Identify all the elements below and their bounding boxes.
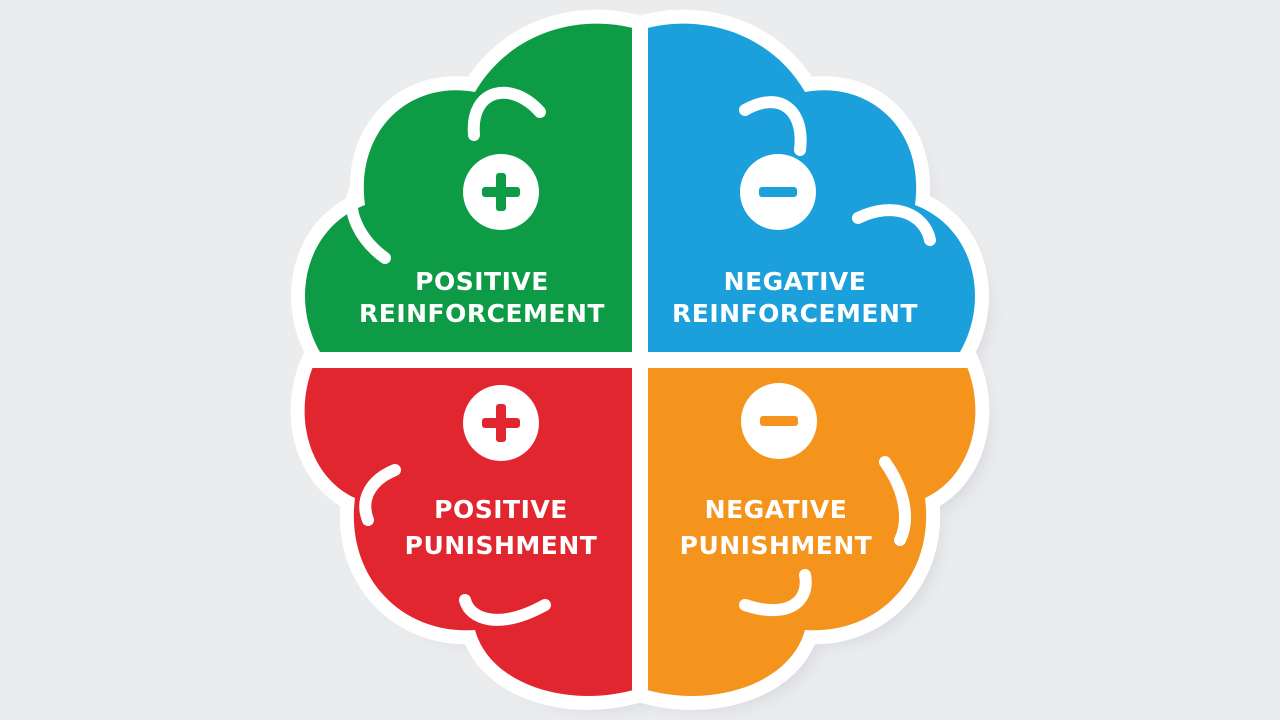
quadrant-title-line1: POSITIVE (434, 495, 568, 524)
quadrant-title-line1: NEGATIVE (705, 495, 848, 524)
plus-icon (482, 173, 520, 211)
quadrant-title-line2: PUNISHMENT (405, 531, 598, 560)
quadrant-title-line2: REINFORCEMENT (359, 299, 605, 328)
minus-icon (759, 187, 797, 197)
quadrant-negative-punishment-content: NEGATIVE PUNISHMENT (680, 383, 873, 560)
quadrant-positive-punishment-content: POSITIVE PUNISHMENT (405, 385, 598, 560)
brain-fold-lines (345, 86, 936, 626)
quadrant-title-line2: PUNISHMENT (680, 531, 873, 560)
quadrant-title-line2: REINFORCEMENT (672, 299, 918, 328)
quadrant-title-line1: NEGATIVE (724, 267, 867, 296)
quadrant-title-line1: POSITIVE (415, 267, 549, 296)
quadrant-negative-reinforcement-content: NEGATIVE REINFORCEMENT (672, 154, 918, 328)
quadrant-positive-reinforcement-content: POSITIVE REINFORCEMENT (359, 154, 605, 328)
minus-icon (760, 416, 798, 426)
plus-icon (482, 404, 520, 442)
